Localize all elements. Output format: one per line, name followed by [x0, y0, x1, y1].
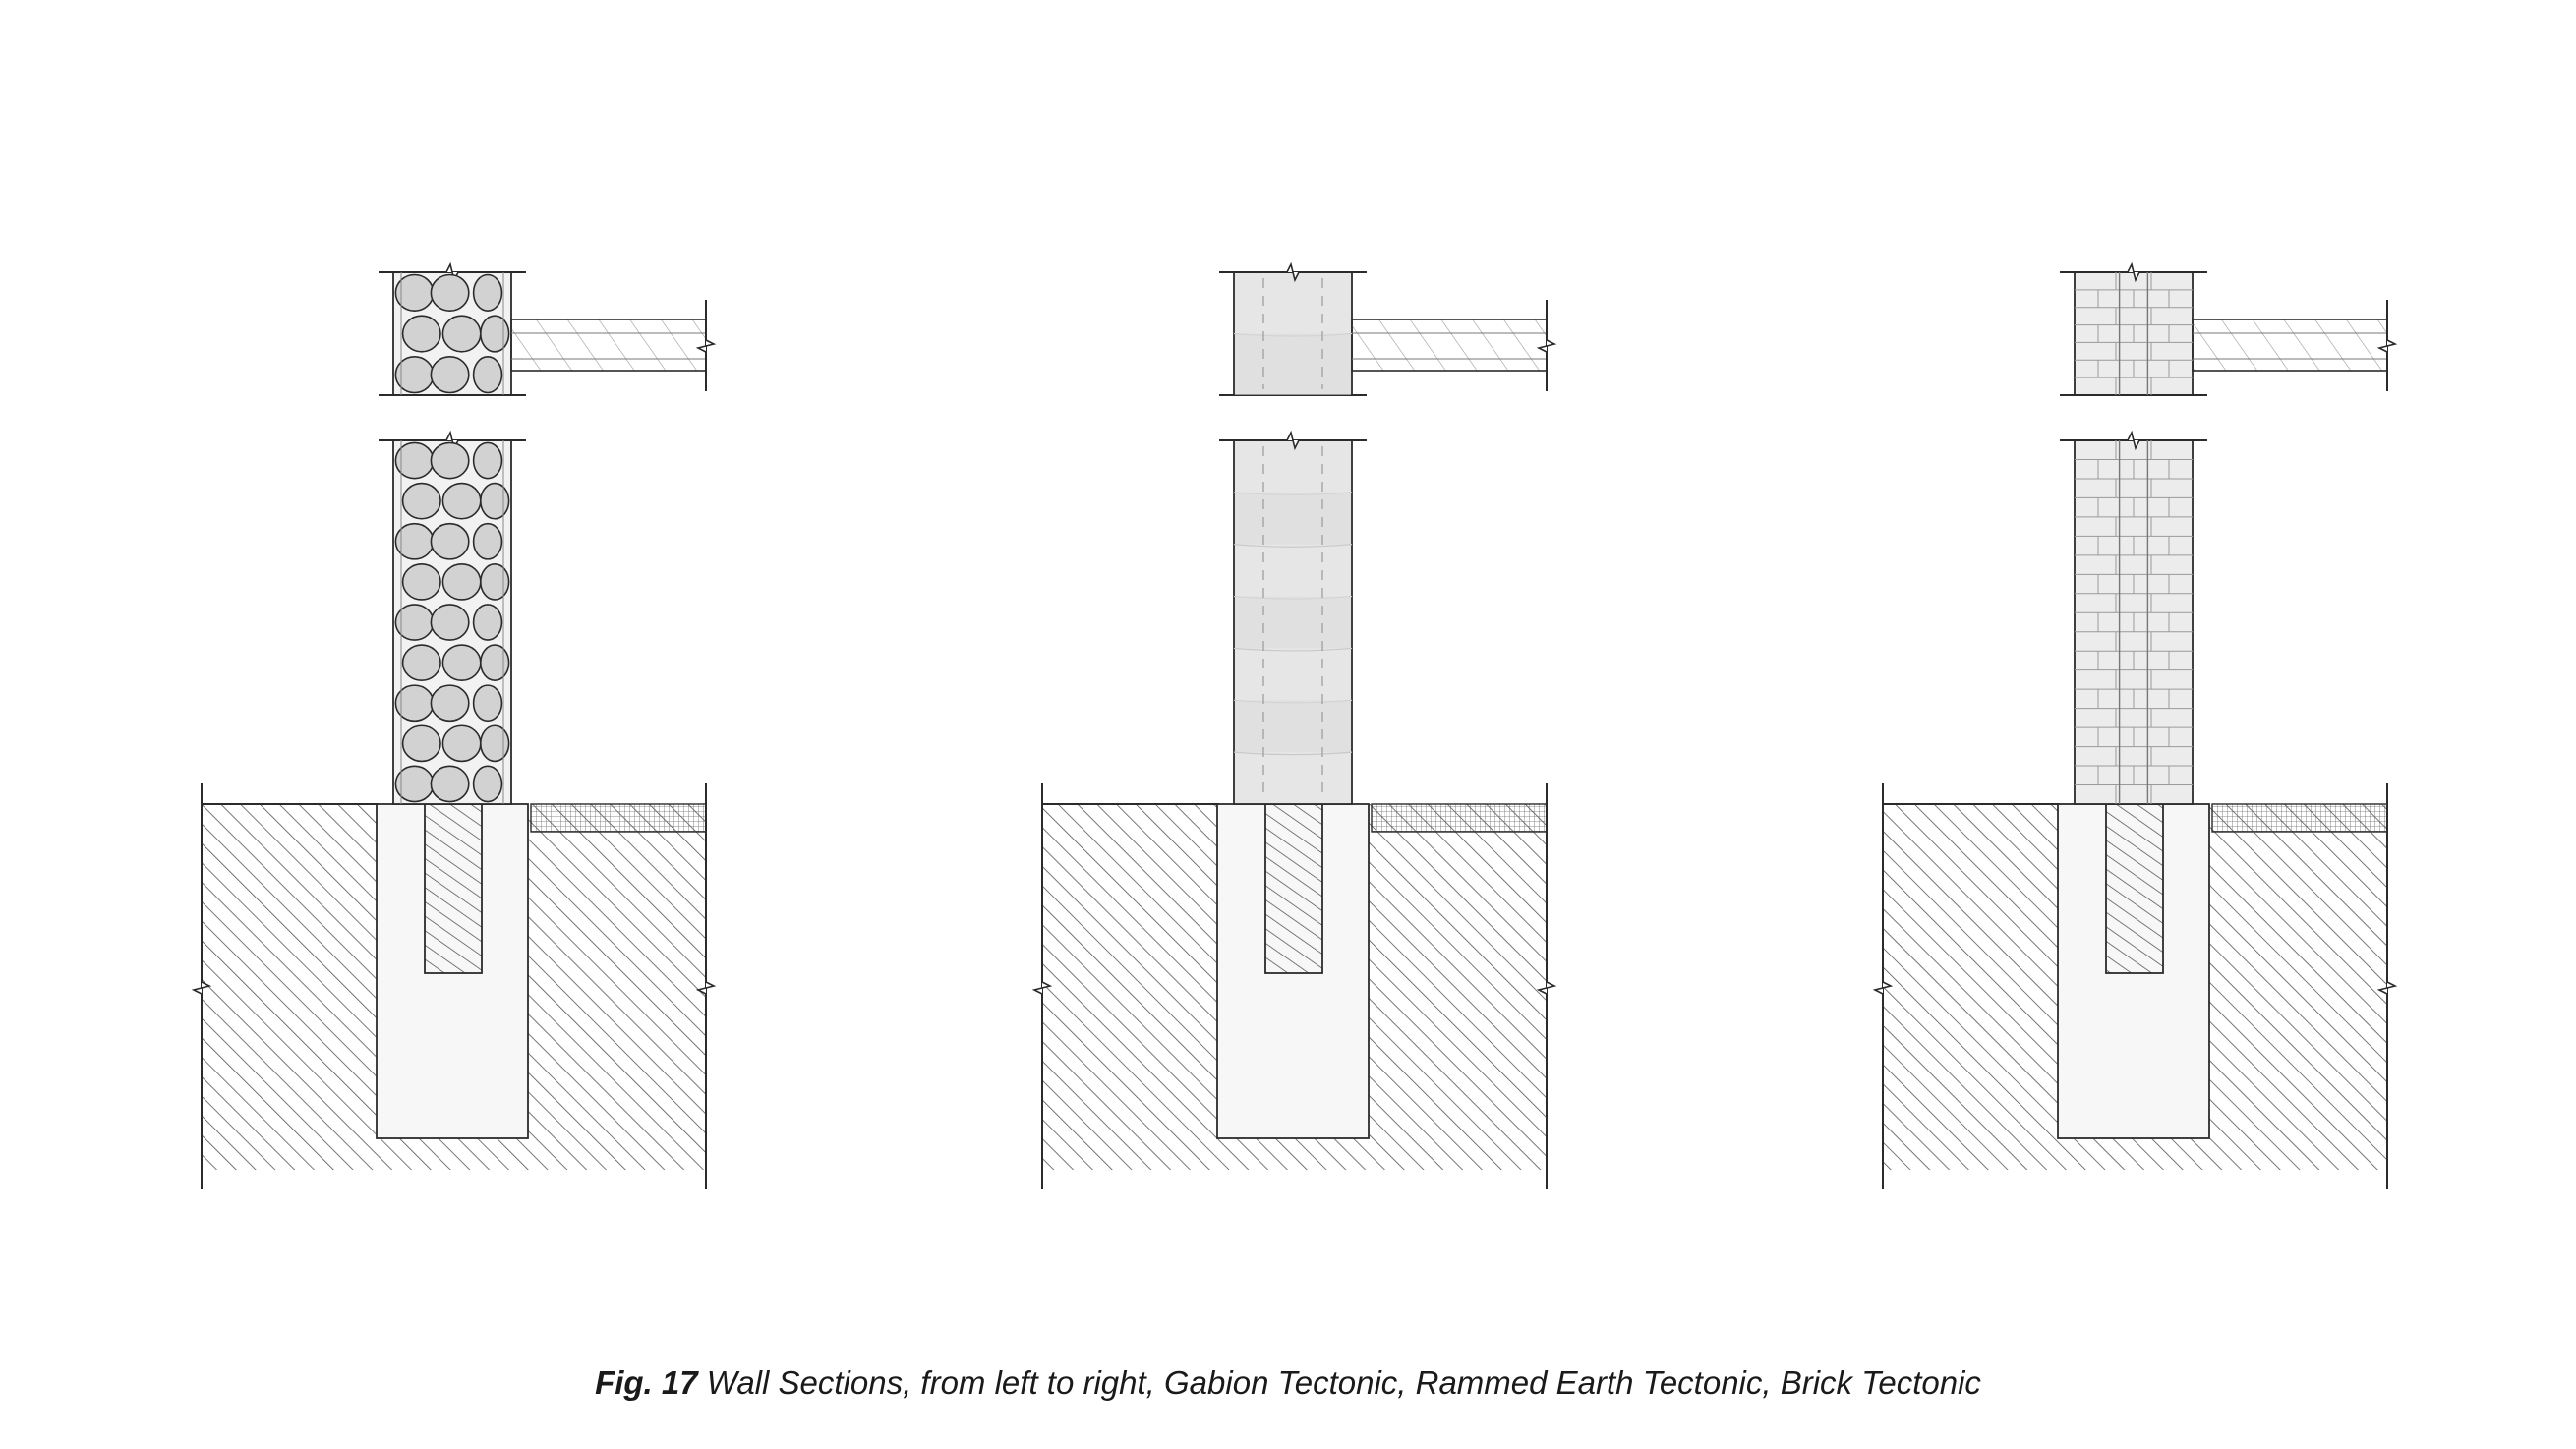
earth-band [1235, 596, 1351, 649]
break-mark [1536, 981, 1557, 995]
earth-layer [1233, 751, 1353, 756]
footing-core [1264, 803, 1323, 974]
gabion-stone [480, 563, 510, 601]
gabion-stone [472, 356, 503, 394]
floor-slab [1371, 803, 1548, 833]
gabion-section [191, 261, 717, 1189]
footing-core [2105, 803, 2164, 974]
brick-section [1872, 261, 2398, 1189]
upper-floor-slab [510, 319, 707, 372]
gabion-stone [472, 765, 503, 803]
floor-slab [530, 803, 707, 833]
break-mark [1872, 981, 1894, 995]
gabion-stone [430, 356, 470, 394]
earth-band [1235, 492, 1351, 545]
gabion-stone [441, 482, 482, 520]
rammed-earth-section [1031, 261, 1557, 1189]
earth-layer [1233, 647, 1353, 652]
upper-floor-slab [1351, 319, 1548, 372]
gabion-stone [480, 724, 510, 763]
earth-layer [1233, 544, 1353, 548]
gabion-stone [472, 522, 503, 560]
gabion-stone [472, 273, 503, 312]
gabion-stone [430, 441, 470, 480]
figure-caption: Fig. 17 Wall Sections, from left to righ… [0, 1364, 2576, 1402]
break-mark [695, 339, 717, 353]
gabion-stone [480, 315, 510, 353]
gabion-stone [401, 644, 441, 681]
gabion-stone [441, 724, 482, 763]
break-mark [2127, 430, 2140, 451]
gabion-stone [480, 482, 510, 520]
gabion-stone [472, 604, 503, 641]
gabion-stone [441, 315, 482, 353]
gabion-stone [472, 441, 503, 480]
break-mark [2376, 339, 2398, 353]
gabion-stone [430, 522, 470, 560]
break-mark [191, 981, 212, 995]
floor-slab [2211, 803, 2388, 833]
upper-floor-slab [2192, 319, 2388, 372]
gabion-stone [430, 273, 470, 312]
break-mark [1536, 339, 1557, 353]
gabion-stone [401, 563, 441, 601]
break-mark [1286, 261, 1300, 283]
gabion-stone [401, 482, 441, 520]
break-mark [695, 981, 717, 995]
break-mark [2127, 261, 2140, 283]
gabion-stone [441, 563, 482, 601]
break-mark [1286, 430, 1300, 451]
gabion-stone [430, 765, 470, 803]
gabion-stone [480, 644, 510, 681]
gabion-stone [430, 604, 470, 641]
figure-label: Fig. 17 [595, 1364, 698, 1401]
earth-band [1235, 333, 1351, 395]
footing-core [424, 803, 483, 974]
figure-caption-text: Wall Sections, from left to right, Gabio… [706, 1364, 1981, 1401]
gabion-stone [472, 684, 503, 723]
earth-band [1235, 700, 1351, 753]
gabion-stone [430, 684, 470, 723]
gabion-stone [401, 724, 441, 763]
gabion-stone [401, 315, 441, 353]
break-mark [2376, 981, 2398, 995]
gabion-stone [441, 644, 482, 681]
break-mark [1031, 981, 1053, 995]
